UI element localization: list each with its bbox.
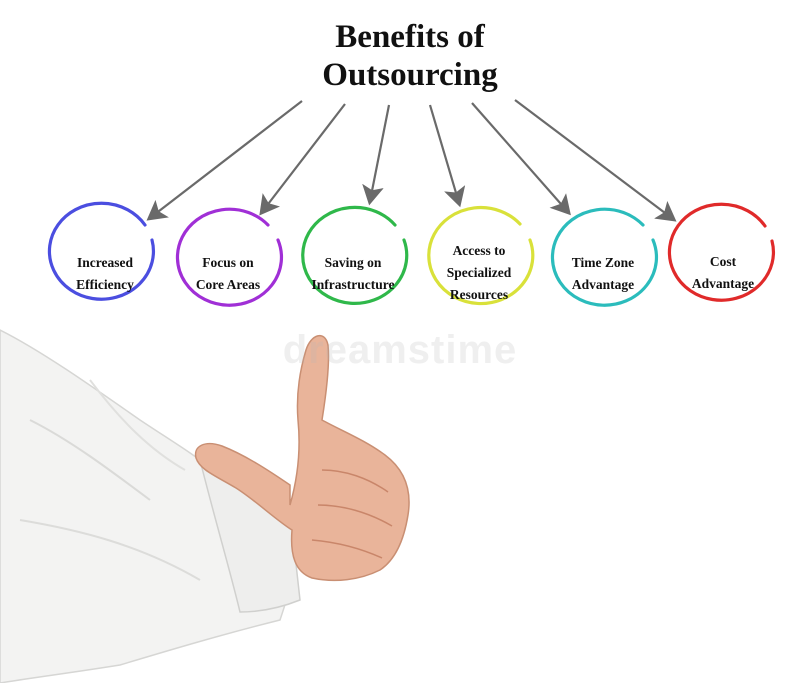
node-cost-advantage: Cost Advantage	[668, 251, 778, 295]
title-line-1: Benefits of	[335, 19, 485, 55]
circle-saving-infrastructure-icon	[301, 205, 409, 305]
arrow-to-time-zone	[471, 102, 571, 216]
circle-specialized-resources-icon	[427, 206, 535, 306]
pointing-hand-illustration	[0, 329, 410, 683]
node-focus-core-areas: Focus on Core Areas	[173, 252, 283, 296]
circle-increased-efficiency-icon	[47, 201, 156, 301]
node-time-zone-advantage: Time Zone Advantage	[548, 252, 658, 296]
watermark: dreamstime	[282, 328, 518, 372]
arrow-to-specialized-resources	[428, 104, 466, 208]
node-label-line: Advantage	[571, 277, 635, 292]
arrow-to-focus-core-areas	[259, 103, 346, 216]
arrow-to-saving-infrastructure	[362, 104, 391, 206]
hand	[194, 335, 410, 582]
diagram-title: Benefits of Outsourcing	[250, 18, 570, 94]
node-label-line: Increased	[77, 255, 133, 270]
node-label-line: Time Zone	[571, 255, 635, 270]
sleeve-fold-1	[29, 419, 151, 501]
node-label-line: Focus on	[202, 255, 254, 270]
finger-crease-3	[311, 539, 383, 559]
circle-focus-core-areas-icon	[175, 207, 284, 307]
node-label-line: Saving on	[324, 255, 382, 270]
node-label-line: Access to	[452, 243, 506, 258]
node-label-line: Efficiency	[76, 277, 134, 292]
circle-time-zone-icon	[550, 207, 659, 307]
node-label-line: Resources	[449, 287, 509, 302]
node-label-line: Advantage	[691, 276, 755, 291]
node-saving-infrastructure: Saving on Infrastructure	[298, 252, 408, 296]
sleeve-fold-2	[19, 519, 201, 581]
circle-cost-advantage-icon	[667, 202, 776, 302]
finger-crease-2	[317, 504, 393, 527]
node-label-line: Specialized	[446, 265, 512, 280]
finger-crease-1	[321, 469, 389, 493]
arrow-to-increased-efficiency	[146, 100, 303, 221]
sleeve-fold-3	[89, 379, 186, 471]
arrow-to-cost-advantage	[514, 99, 677, 222]
title-line-2: Outsourcing	[322, 57, 498, 93]
node-label-line: Core Areas	[195, 277, 261, 292]
node-label-line: Infrastructure	[311, 277, 395, 292]
node-increased-efficiency: Increased Efficiency	[50, 252, 160, 296]
node-specialized-resources: Access to Specialized Resources	[424, 240, 534, 306]
node-label-line: Cost	[709, 254, 737, 269]
